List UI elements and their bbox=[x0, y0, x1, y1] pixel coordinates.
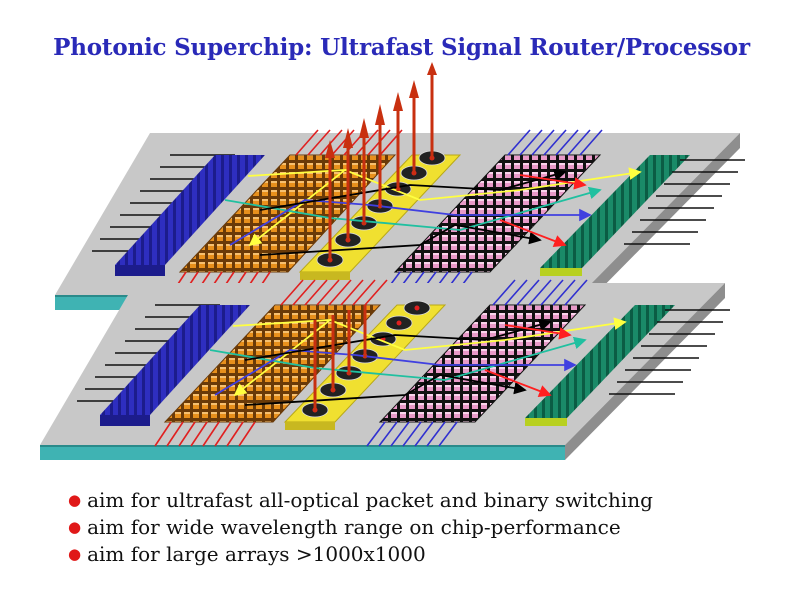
vertical-output-beams bbox=[313, 72, 434, 412]
beam-dash-marks bbox=[378, 86, 416, 126]
bullet-marker: ● bbox=[68, 545, 82, 563]
lower-chip-layer bbox=[40, 280, 730, 460]
page-title: Photonic Superchip: Ultrafast Signal Rou… bbox=[53, 34, 750, 61]
bullet-text: aim for wide wavelength range on chip-pe… bbox=[87, 515, 621, 539]
bullet-marker: ● bbox=[68, 518, 82, 536]
bullet-list: ● aim for ultrafast all-optical packet an… bbox=[68, 487, 653, 568]
beam-arrowheads bbox=[325, 62, 437, 158]
bullet-item: ● aim for large arrays >1000x1000 bbox=[68, 541, 653, 568]
bullet-item: ● aim for wide wavelength range on chip-p… bbox=[68, 514, 653, 541]
bullet-item: ● aim for ultrafast all-optical packet an… bbox=[68, 487, 653, 514]
bullet-marker: ● bbox=[68, 491, 82, 509]
bullet-text: aim for large arrays >1000x1000 bbox=[87, 542, 426, 566]
bullet-text: aim for ultrafast all-optical packet and… bbox=[87, 488, 653, 512]
